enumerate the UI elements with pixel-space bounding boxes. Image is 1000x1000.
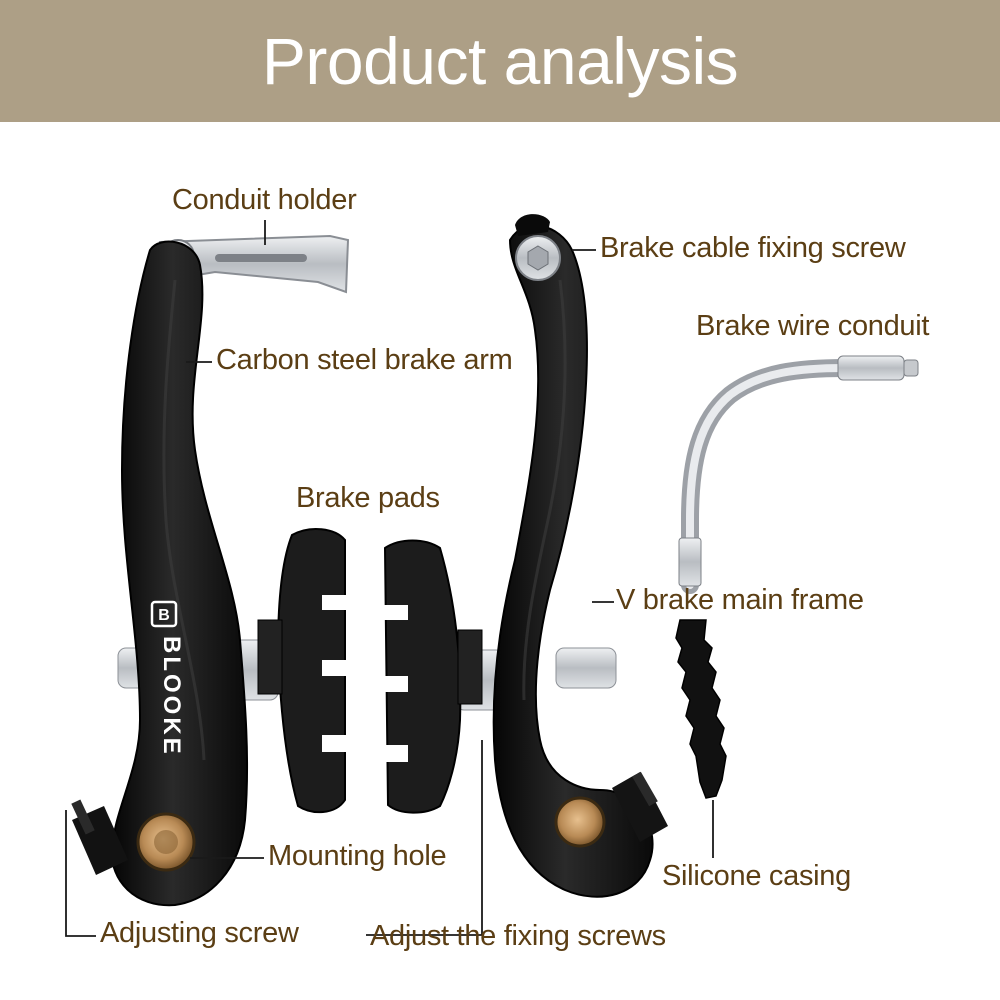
svg-text:B: B [158, 607, 170, 624]
label-brake-cable-fixing-screw: Brake cable fixing screw [600, 232, 906, 264]
label-v-brake-main-frame: V brake main frame [616, 584, 864, 616]
brake-pad-left [257, 528, 348, 814]
label-adjust-the-fixing-screws: Adjust the fixing screws [370, 920, 666, 952]
adjusting-screw-part [71, 799, 128, 875]
brand-logo-text: BLOOKE [158, 636, 185, 757]
mounting-hole-right [554, 796, 606, 848]
callout-lines [65, 220, 714, 937]
brake-cable-fixing-screw-part [515, 235, 561, 281]
label-adjusting-screw: Adjusting screw [100, 917, 299, 949]
label-carbon-steel-brake-arm: Carbon steel brake arm [216, 344, 513, 376]
label-brake-pads: Brake pads [296, 482, 440, 514]
brand-logo: B [150, 600, 178, 628]
page-title: Product analysis [261, 24, 739, 98]
label-mounting-hole: Mounting hole [268, 840, 447, 872]
label-brake-wire-conduit: Brake wire conduit [696, 310, 930, 342]
silicone-casing-part [675, 619, 727, 799]
title-banner: Product analysis [0, 0, 1000, 122]
brake-wire-conduit-part [678, 355, 919, 594]
brake-pad-right [382, 539, 483, 814]
label-silicone-casing: Silicone casing [662, 860, 851, 892]
left-brake-arm [110, 240, 249, 907]
label-conduit-holder: Conduit holder [172, 184, 357, 216]
